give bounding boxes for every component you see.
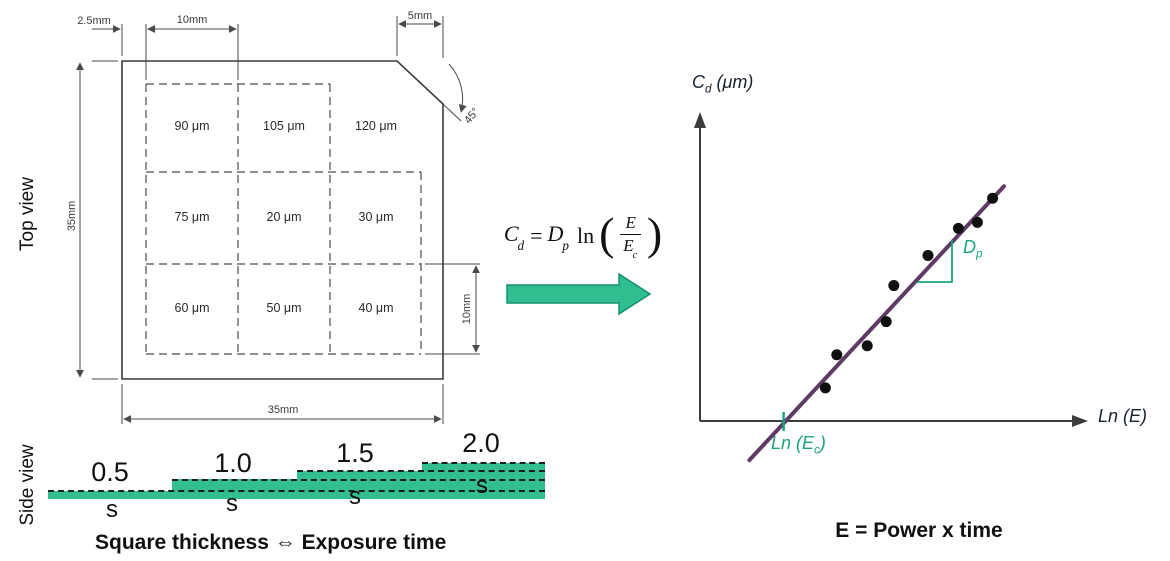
dashed-grid (145, 83, 422, 355)
slope-triangle (917, 240, 953, 283)
cell-r3c3: 40 μm (358, 301, 394, 315)
dim-35mm-left: 35mm (66, 200, 78, 232)
cell-r2c1: 75 μm (174, 210, 210, 224)
x-intercept-label: Ln (Ec) (771, 433, 826, 457)
exposure-time-1: 0.5 (91, 457, 129, 487)
data-point (831, 349, 843, 361)
formula-dp: D (547, 221, 564, 247)
dim-10mm-right: 10mm (461, 293, 473, 325)
unit-s-4: s (476, 472, 488, 499)
cell-r2c2: 20 μm (266, 210, 302, 224)
plate-outline (121, 60, 444, 380)
data-point (861, 340, 873, 352)
dose-response-chart (694, 112, 1088, 463)
chart-caption: E = Power x time (835, 519, 1003, 542)
right-arrow-icon (506, 272, 652, 316)
formula-fraction: E Ec (620, 213, 641, 261)
layer-dash-3 (297, 470, 545, 472)
angle-arc (448, 63, 467, 113)
x-axis-arrow-icon (1072, 415, 1088, 427)
data-point (819, 382, 831, 394)
resist-step-1 (48, 491, 172, 499)
layer-dash-1 (48, 490, 545, 492)
formula-cd: C (503, 221, 519, 247)
fitted-line (747, 184, 1006, 463)
layer-dash-2 (172, 479, 545, 481)
axes (699, 126, 1078, 422)
resist-step-3 (297, 471, 422, 499)
resist-step-2 (172, 479, 297, 499)
layer-dash-4 (422, 462, 545, 464)
data-point (880, 316, 892, 328)
unit-s-1: s (106, 496, 118, 523)
data-point (922, 249, 934, 261)
exposure-time-4: 2.0 (462, 428, 500, 458)
dim-5mm: 5mm (407, 10, 433, 22)
resist-step-4 (422, 463, 545, 499)
exposure-time-2: 1.0 (214, 448, 252, 478)
scatter-points (819, 192, 999, 394)
dimension-lines (76, 20, 480, 423)
top-view-label: Top view (17, 177, 38, 251)
dim-35mm-bottom: 35mm (267, 404, 299, 416)
cell-r2c3: 30 μm (358, 210, 394, 224)
dim-10mm-top: 10mm (176, 14, 208, 26)
slope-label: Dp (963, 237, 983, 261)
cell-r3c2: 50 μm (266, 301, 302, 315)
data-point (987, 192, 999, 204)
exposure-time-3: 1.5 (336, 438, 374, 468)
dim-2-5mm: 2.5mm (77, 15, 111, 27)
extension-lines (92, 16, 480, 424)
cell-r1c2: 105 μm (263, 119, 305, 133)
unit-s-3: s (349, 483, 361, 510)
cell-r1c3: 120 μm (355, 119, 397, 133)
formula-equals: = (530, 223, 543, 248)
unit-s-2: s (226, 490, 238, 517)
formula-ln: ln (577, 223, 595, 248)
data-point (888, 280, 900, 292)
transform-arrow (506, 272, 652, 316)
top-view-drawing (76, 16, 480, 424)
cell-r3c1: 60 μm (174, 301, 210, 315)
cell-r1c1: 90 μm (174, 119, 210, 133)
y-axis-label: Cd (μm) (692, 72, 754, 96)
x-axis-label: Ln (E) (1098, 406, 1148, 426)
dose-depth-formula: Cd = Dp ln ( E Ec ) (503, 208, 663, 261)
data-point (952, 222, 964, 234)
side-view-label: Side view (17, 444, 38, 526)
side-view-caption: Square thickness ⇔ Exposure time (95, 531, 447, 554)
y-axis-arrow-icon (694, 112, 706, 128)
data-point (971, 216, 983, 228)
